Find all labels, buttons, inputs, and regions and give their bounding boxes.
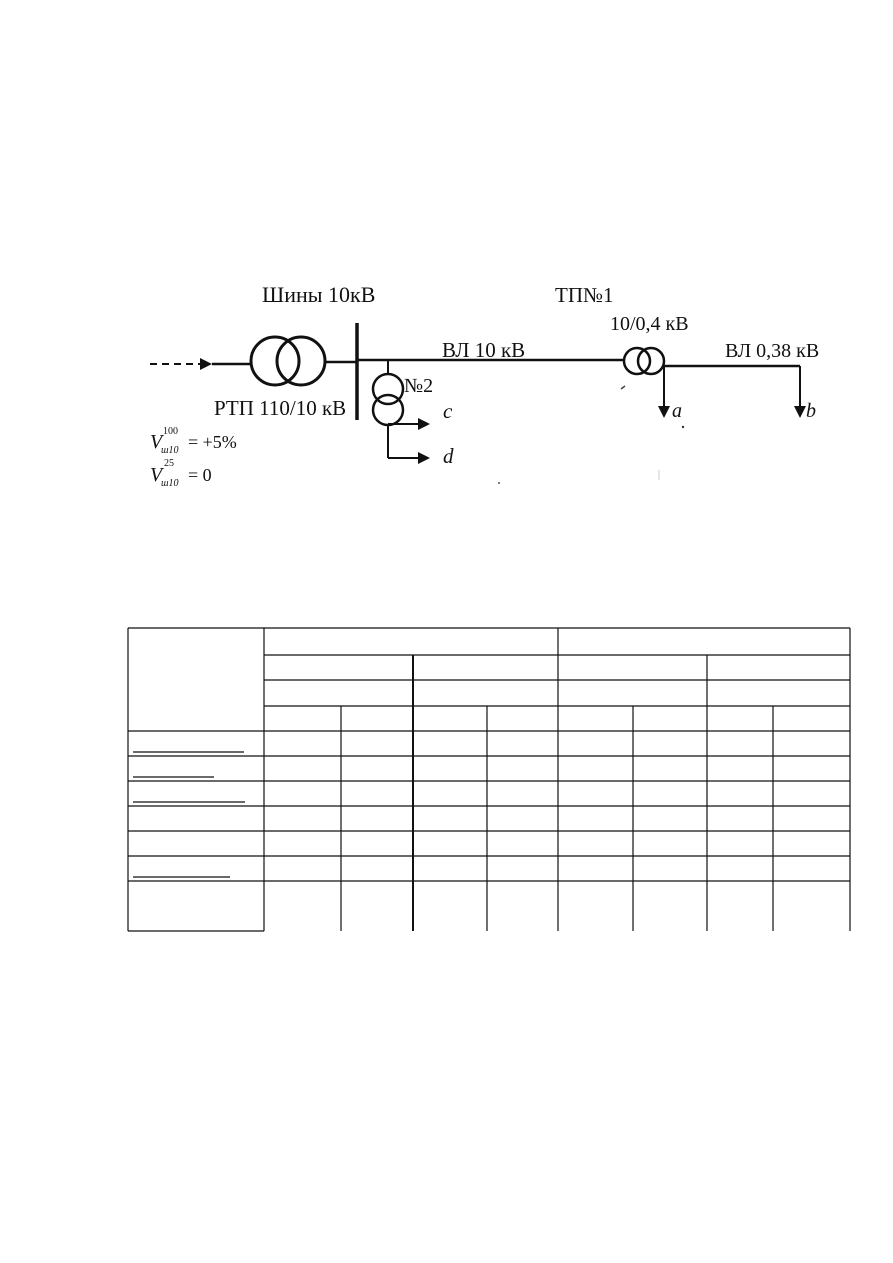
load-d-arrow [418, 452, 430, 464]
tp1-ratio-label: 10/0,4 кВ [610, 313, 689, 335]
svg-text:= +5%: = +5% [188, 432, 237, 452]
load-c-arrow [418, 418, 430, 430]
svg-text:= 0: = 0 [188, 465, 212, 485]
load-b-label: b [806, 400, 816, 422]
voltage-condition-25: V 25 ш10 = 0 [150, 458, 212, 489]
bus-label: Шины 10кВ [262, 282, 375, 307]
line038-label: ВЛ 0,38 кВ [725, 340, 819, 362]
rtp-label: РТП 110/10 кВ [214, 396, 346, 420]
svg-text:25: 25 [164, 458, 174, 469]
svg-text:100: 100 [163, 426, 178, 437]
svg-text:V: V [150, 464, 165, 486]
line10-label: ВЛ 10 кВ [442, 338, 525, 362]
load-a-arrow [658, 406, 670, 418]
single-line-diagram: Шины 10кВ ТП№1 10/0,4 кВ ВЛ 10 кВ ВЛ 0,3… [150, 282, 819, 489]
voltage-condition-100: V 100 ш10 = +5% [150, 426, 237, 456]
tp1-label: ТП№1 [555, 283, 614, 307]
load-c-label: c [443, 399, 453, 423]
tp1-transformer-symbol [622, 346, 666, 376]
svg-text:ш10: ш10 [161, 445, 179, 456]
scan-speck [681, 425, 685, 429]
tp2-label: №2 [404, 375, 433, 397]
svg-text:ш10: ш10 [161, 478, 179, 489]
load-a-label: a [672, 400, 682, 422]
svg-text:V: V [150, 431, 165, 453]
incoming-arrow [200, 358, 212, 370]
scan-speck [498, 482, 500, 484]
scan-speck [620, 385, 626, 390]
load-d-label: d [443, 444, 454, 468]
load-b-arrow [794, 406, 806, 418]
